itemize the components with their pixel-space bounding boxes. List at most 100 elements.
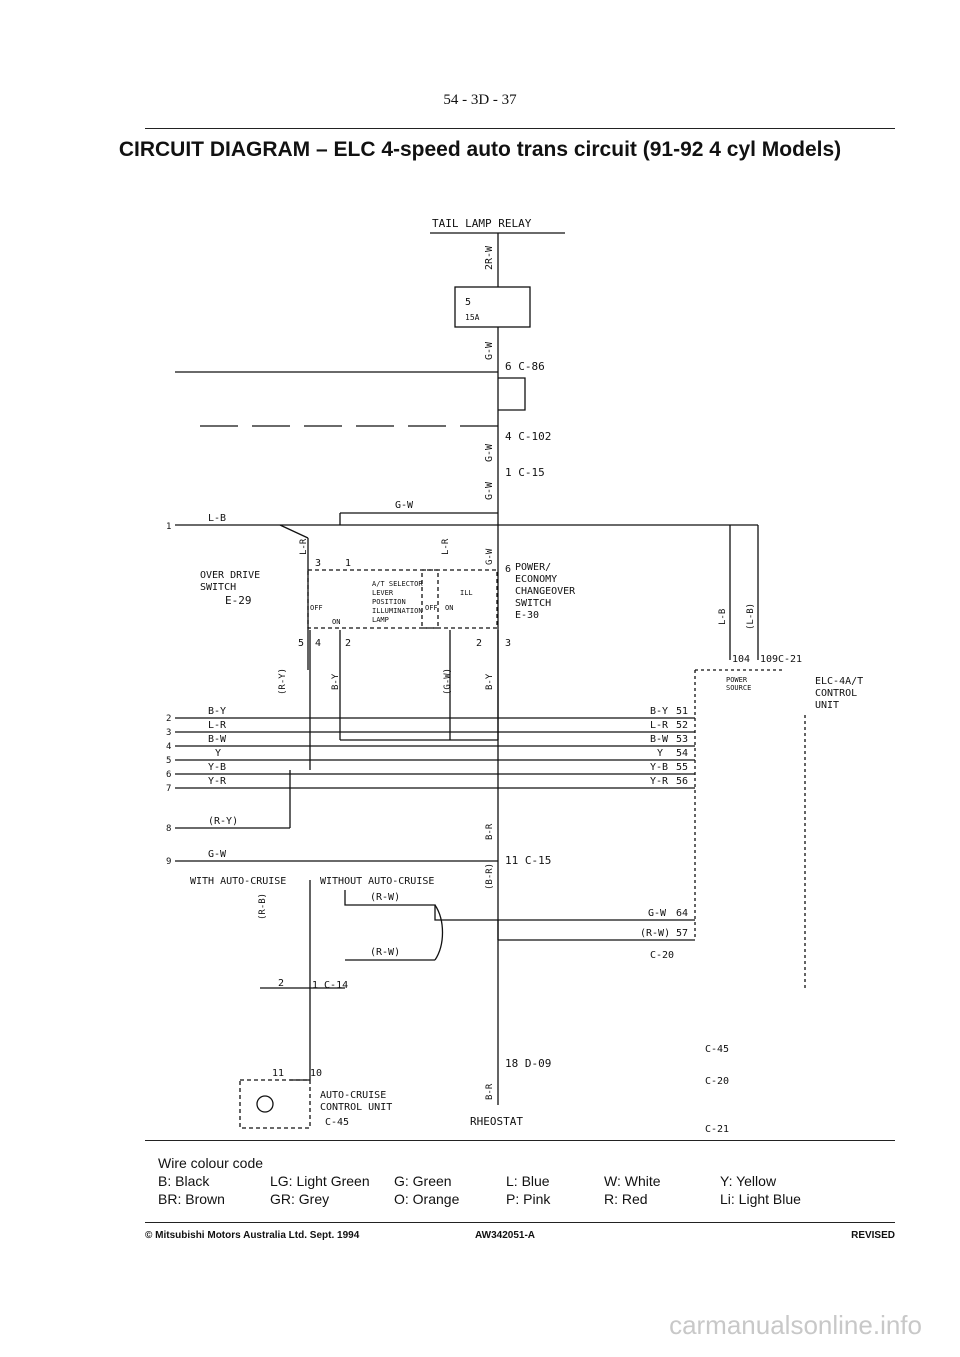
connector-c15a: 1 C-15 [505, 466, 545, 479]
wire-lr-sw2: L-R [441, 538, 451, 555]
wire-gw-1: G-W [484, 341, 495, 360]
power-switch-1: POWER/ [515, 562, 551, 573]
connector-e30: E-30 [515, 610, 539, 621]
wire-lr-sw: L-R [299, 538, 309, 555]
connector-e29: E-29 [225, 594, 252, 607]
legend-item: O: Orange [394, 1191, 460, 1207]
revision-status: REVISED [851, 1230, 895, 1241]
overdrive-label-2: SWITCH [200, 582, 236, 593]
legend-item: LG: Light Green [270, 1173, 370, 1189]
ecu-pin-54-code: Y [657, 748, 663, 759]
selector-lamp-1: A/T SELECTOR [372, 580, 423, 588]
ecu-pin-53: 53 [676, 734, 688, 745]
connector-c21-b: C-21 [705, 1124, 729, 1135]
wire-ry-paren: (R-Y) [278, 668, 288, 695]
wire-gw-paren: (G-W) [443, 668, 453, 695]
wire-by-1: B-Y [331, 673, 341, 690]
legend-item: GR: Grey [270, 1191, 330, 1207]
power-switch-on: ON [445, 604, 453, 612]
ecu-pin-51-code: B-Y [650, 706, 668, 717]
selector-lamp-4: ILLUMINATION [372, 607, 423, 615]
pin-od3: 3 [315, 558, 321, 569]
ecu-pin-57: 57 [676, 928, 688, 939]
wire-2rw-label: 2R-W [484, 245, 495, 270]
elc-unit-1: ELC-4A/T [815, 676, 863, 687]
connector-d09: 18 D-09 [505, 1057, 551, 1070]
left-wire-7-code: Y-R [208, 776, 227, 787]
pin-od5: 5 [298, 638, 304, 649]
wire-gw-sw: G-W [485, 548, 495, 565]
left-wire-1-code: L-B [208, 513, 226, 524]
legend-item: R: Red [604, 1191, 648, 1207]
connector-c20-b: C-20 [705, 1076, 729, 1087]
elc-unit-3: UNIT [815, 700, 839, 711]
legend-title: Wire colour code [158, 1155, 264, 1171]
wire-by-2: B-Y [485, 673, 495, 690]
left-wire-2-num: 2 [166, 714, 171, 724]
wire-br-1: B-R [485, 823, 495, 840]
header-rule [145, 128, 895, 129]
pin-104: 104 [732, 654, 750, 665]
power-switch-3: CHANGEOVER [515, 586, 576, 597]
left-wire-7-num: 7 [166, 784, 171, 794]
pin-109: 109 [760, 654, 778, 665]
pin-od2: 2 [345, 638, 351, 649]
wire-rw-2: (R-W) [370, 947, 400, 958]
connector-c14: 1 C-14 [312, 980, 348, 991]
cruise-unit-2: CONTROL UNIT [320, 1102, 392, 1113]
pin-c14-11: 11 [272, 1068, 284, 1079]
wire-gw-2: G-W [484, 443, 495, 462]
left-wire-9-num: 9 [166, 857, 171, 867]
rheostat-label: RHEOSTAT [470, 1115, 523, 1128]
left-wire-4-code: B-W [208, 734, 227, 745]
left-wire-2-code: B-Y [208, 706, 226, 717]
selector-lamp-5: LAMP [372, 616, 389, 624]
ecu-pin-55: 55 [676, 762, 688, 773]
left-wire-1-num: 1 [166, 522, 171, 532]
pin-od1: 1 [345, 558, 351, 569]
ecu-pin-51: 51 [676, 706, 688, 717]
selector-lamp-3: POSITION [372, 598, 406, 606]
left-wire-5-num: 5 [166, 756, 171, 766]
fuse-number: 5 [465, 297, 471, 308]
legend-item: B: Black [158, 1173, 210, 1189]
pin-c14-2: 2 [278, 978, 284, 989]
copyright-text: © Mitsubishi Motors Australia Ltd. Sept.… [145, 1230, 360, 1241]
left-wire-5-code: Y [215, 748, 221, 759]
tail-lamp-relay-label: TAIL LAMP RELAY [432, 217, 532, 230]
overdrive-label-1: OVER DRIVE [200, 570, 260, 581]
ecu-pin-53-code: B-W [650, 734, 669, 745]
fuse-rating: 15A [465, 313, 480, 322]
power-switch-ill: ILL [460, 589, 473, 597]
elc-unit-2: CONTROL [815, 688, 857, 699]
cruise-without: WITHOUT AUTO-CRUISE [320, 876, 434, 887]
wire-colour-legend: Wire colour code B: Black LG: Light Gree… [158, 1155, 850, 1207]
power-source-2: SOURCE [726, 684, 751, 692]
left-wire-8-num: 8 [166, 824, 171, 834]
power-source-1: POWER [726, 676, 748, 684]
ecu-pin-52-code: L-R [650, 720, 669, 731]
wire-gw-top: G-W [395, 500, 414, 511]
pin-od4: 4 [315, 638, 321, 649]
wire-br-2: B-R [485, 1083, 495, 1100]
overdrive-on: ON [332, 618, 340, 626]
connector-c45-a: C-45 [325, 1117, 349, 1128]
pin-pw3: 3 [505, 638, 511, 649]
wire-lb-right: L-B [718, 609, 728, 625]
legend-grid: B: Black LG: Light Green G: Green L: Blu… [158, 1173, 850, 1207]
connector-c86: 6 C-86 [505, 360, 545, 373]
overdrive-off: OFF [310, 604, 323, 612]
left-wire-4-num: 4 [166, 742, 171, 752]
page-title: CIRCUIT DIAGRAM – ELC 4-speed auto trans… [118, 138, 842, 161]
ecu-pin-52: 52 [676, 720, 688, 731]
wire-rw-1: (R-W) [370, 892, 400, 903]
ecu-pin-56-code: Y-R [650, 776, 669, 787]
connector-c15b: 11 C-15 [505, 854, 551, 867]
connector-c102: 4 C-102 [505, 430, 551, 443]
left-wire-8-code: (R-Y) [208, 816, 238, 827]
power-switch-4: SWITCH [515, 598, 551, 609]
left-wire-6-code: Y-B [208, 762, 226, 773]
ecu-pin-57-code: (R-W) [640, 928, 670, 939]
legend-item: P: Pink [506, 1191, 551, 1207]
connector-c20-a: C-20 [650, 950, 674, 961]
